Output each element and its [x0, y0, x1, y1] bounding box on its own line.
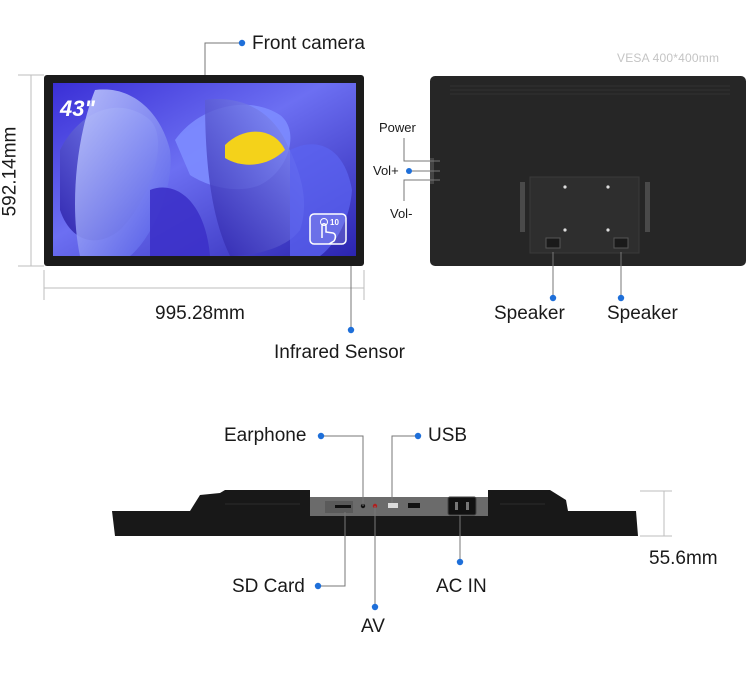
speaker-left-dot [549, 294, 557, 302]
speaker-right-grille [613, 237, 629, 249]
acin-port [447, 496, 477, 516]
infrared-dot [347, 326, 355, 334]
speaker-right-dot [617, 294, 625, 302]
touch-icon: 10 [309, 213, 347, 245]
power-label: Power [379, 120, 416, 135]
av-label: AV [361, 616, 385, 637]
depth-dimension [640, 490, 672, 537]
speaker-left-label: Speaker [494, 303, 565, 324]
earphone-dot [317, 432, 325, 440]
acin-dot [456, 558, 464, 566]
port-panel [310, 497, 488, 516]
back-panel [430, 76, 746, 266]
sdcard-label: SD Card [232, 576, 305, 597]
acin-label: AC IN [436, 576, 487, 597]
vol-down-label: Vol- [390, 206, 413, 221]
width-dimension-label: 995.28mm [155, 303, 245, 324]
sdcard-dot [314, 582, 322, 590]
wallpaper-iris [60, 89, 352, 256]
back-view [403, 76, 746, 302]
touch-points: 10 [330, 218, 339, 227]
infrared-sensor-label: Infrared Sensor [274, 342, 405, 363]
earphone-label: Earphone [224, 425, 307, 446]
speaker-left-grille [545, 237, 561, 249]
usb-label: USB [428, 425, 468, 446]
front-view: 43" 10 [18, 39, 365, 334]
front-camera-dot [238, 39, 246, 47]
height-dimension-label: 592.14mm [0, 126, 21, 217]
vesa-label: VESA 400*400mm [617, 51, 720, 65]
front-camera-label: Front camera [252, 33, 365, 54]
vol-up-dot [406, 168, 412, 174]
usb-port [388, 503, 398, 508]
hdmi-port [408, 503, 420, 508]
depth-dimension-label: 55.6mm [649, 548, 718, 569]
usb-dot [414, 432, 422, 440]
dimension-lines [18, 74, 365, 300]
vol-up-label: Vol+ [373, 163, 399, 178]
side-view [112, 432, 672, 611]
speaker-right-label: Speaker [607, 303, 678, 324]
size-badge: 43" [59, 96, 95, 121]
front-camera-callout [204, 42, 242, 75]
av-dot [371, 603, 379, 611]
sdcard-port [335, 505, 351, 508]
